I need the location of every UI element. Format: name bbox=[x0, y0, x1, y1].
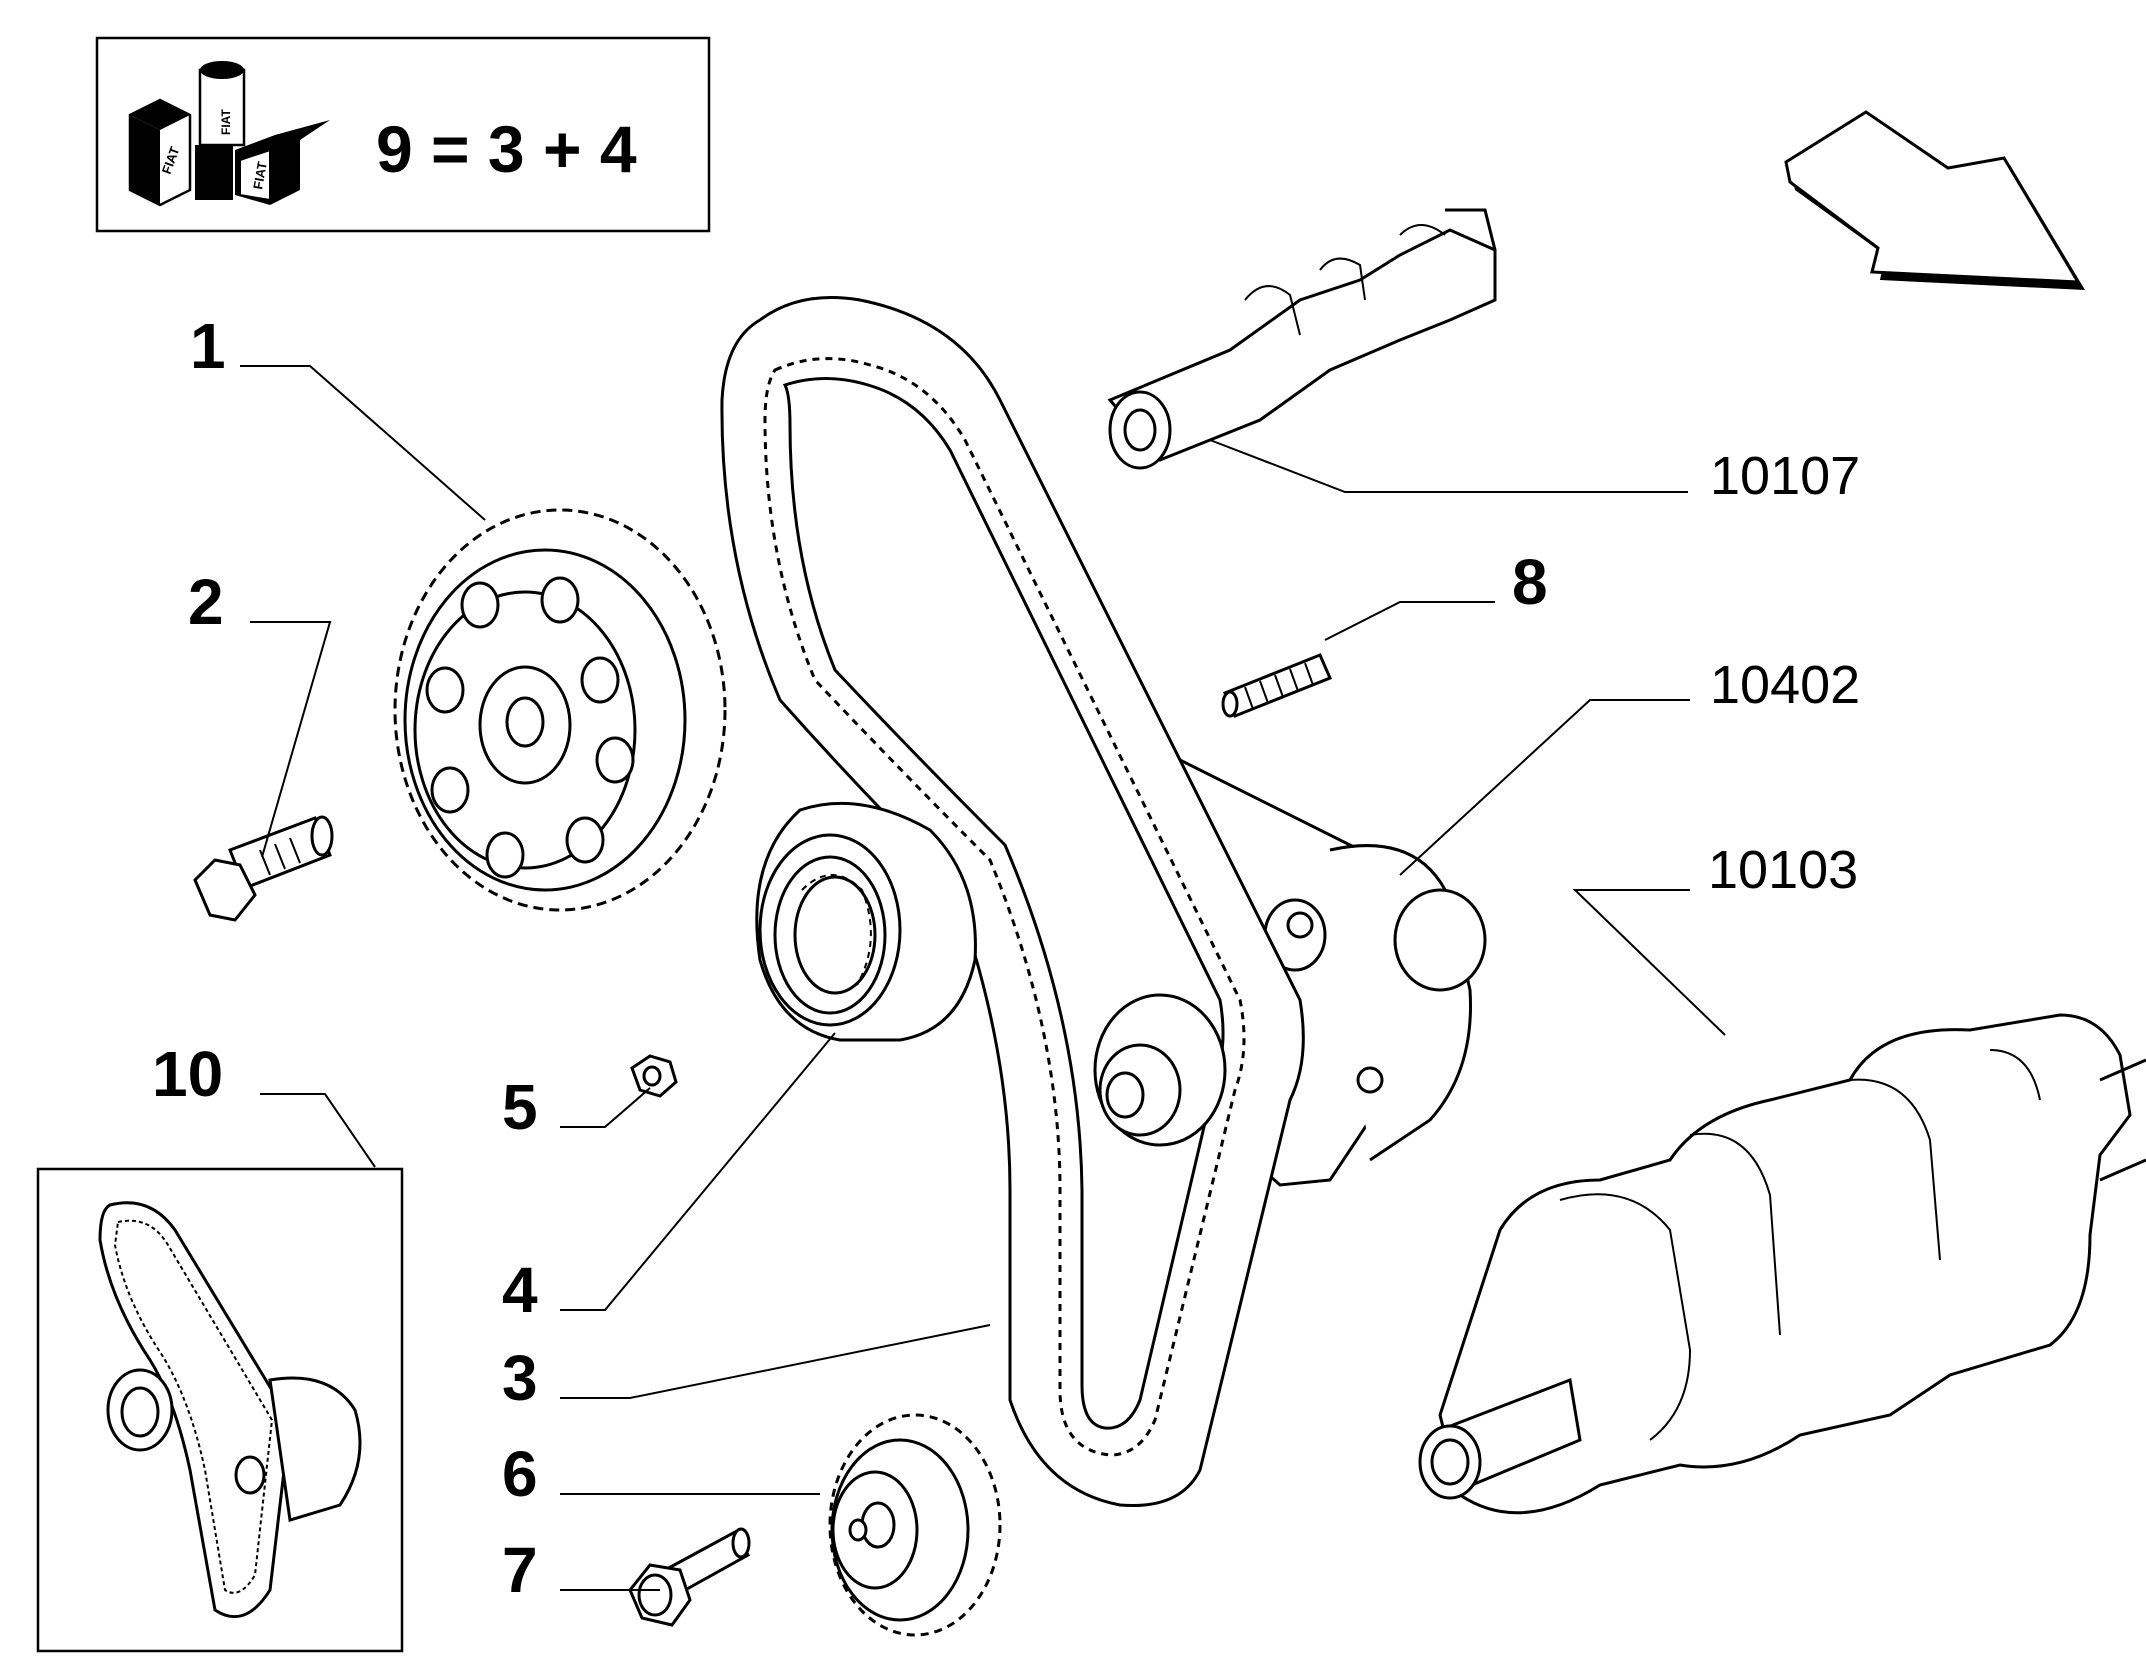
kit-formula: 9 = 3 + 4 bbox=[376, 112, 637, 186]
fiat-kit-icon: FIAT FIAT FIAT bbox=[128, 61, 330, 207]
fiat-logo-text-3: FIAT bbox=[250, 160, 270, 190]
ref-10103: 10103 bbox=[1708, 840, 1858, 900]
callout-4: 4 bbox=[502, 1254, 538, 1326]
direction-arrow-icon bbox=[1784, 110, 2085, 290]
pulley-bolt-part bbox=[628, 1527, 751, 1627]
camshaft-pulley-part bbox=[393, 508, 727, 912]
leader-lines bbox=[240, 365, 1726, 1591]
callout-5: 5 bbox=[502, 1071, 538, 1143]
callout-10: 10 bbox=[152, 1038, 223, 1110]
crankshaft-part bbox=[1418, 1013, 2146, 1515]
callout-labels: 1 2 3 4 5 6 7 8 10 10107 10402 10103 bbox=[152, 310, 1860, 1606]
kit-legend-box: FIAT FIAT FIAT 9 = 3 + 4 bbox=[95, 36, 711, 233]
callout-1: 1 bbox=[190, 310, 226, 382]
ref-10107: 10107 bbox=[1710, 446, 1860, 506]
bolt-part bbox=[193, 815, 334, 922]
nut-part bbox=[630, 1054, 678, 1098]
callout-6: 6 bbox=[502, 1438, 538, 1510]
stud-part bbox=[1221, 653, 1332, 718]
assembly-kit-thumbnail bbox=[36, 1167, 404, 1653]
ref-10402: 10402 bbox=[1710, 655, 1860, 715]
callout-3: 3 bbox=[502, 1342, 538, 1414]
crankshaft-pulley-part bbox=[828, 1413, 1002, 1637]
fiat-logo-text-2: FIAT bbox=[219, 109, 233, 135]
callout-8: 8 bbox=[1512, 546, 1548, 618]
callout-7: 7 bbox=[502, 1534, 538, 1606]
camshaft-part bbox=[1107, 208, 1497, 470]
tensioner-roller-part bbox=[755, 801, 977, 1042]
timing-belt-part bbox=[720, 296, 1305, 1508]
callout-2: 2 bbox=[188, 566, 224, 638]
